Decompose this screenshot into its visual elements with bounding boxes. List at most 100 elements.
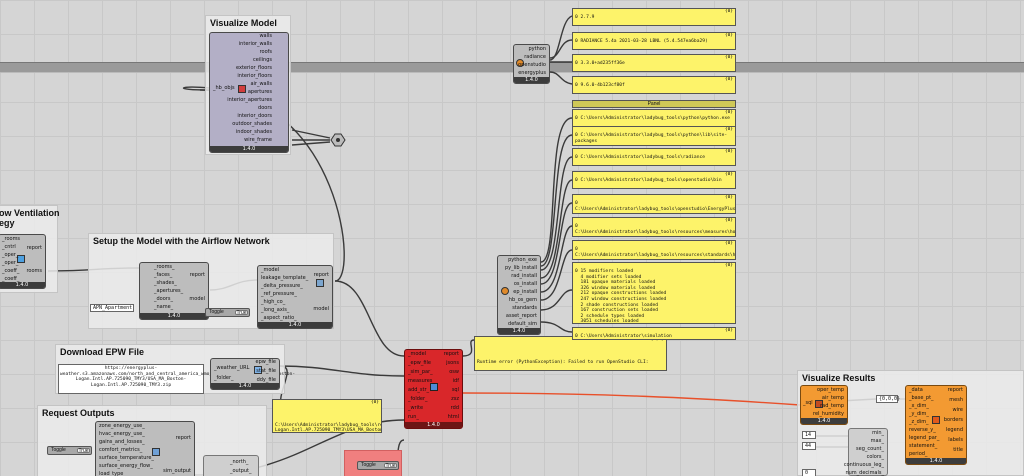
output-indoor-shades[interactable]: indoor_shades: [235, 129, 272, 135]
output-borders[interactable]: borders: [943, 417, 963, 423]
input-comfort-metrics[interactable]: comfort_metrics_: [99, 447, 143, 453]
toggle-airflow[interactable]: Toggle True: [205, 308, 250, 317]
input-sim-par[interactable]: _sim_par_: [408, 369, 433, 375]
output-labels[interactable]: labels: [948, 437, 963, 443]
input-surface-energy-flow[interactable]: surface_energy_flow_: [99, 463, 153, 469]
output-os-install[interactable]: os_install: [513, 281, 537, 287]
input-ref-pressure[interactable]: _ref_pressure_: [261, 291, 297, 297]
input-z-dim[interactable]: _z_dim_: [909, 419, 929, 425]
output-walls[interactable]: walls: [259, 33, 272, 39]
output-interior-floors[interactable]: interior_floors: [237, 73, 272, 79]
toggle-value[interactable]: True: [384, 463, 397, 469]
toggle-value[interactable]: True: [235, 310, 248, 316]
output-sim-output[interactable]: sim_output: [163, 468, 191, 474]
output-apertures[interactable]: apertures: [247, 89, 272, 95]
input-write[interactable]: _write: [408, 405, 424, 411]
config-output-panel[interactable]: {0}0 C:\Users\Administrator\ladybug_tool…: [572, 148, 736, 166]
color-room-attr-component[interactable]: 1.4.0 _data_base_pt__x_dim__y_dim__z_dim…: [905, 385, 967, 465]
input-weather-url[interactable]: _weather_URL: [214, 365, 250, 371]
toggle-value[interactable]: True: [77, 448, 90, 454]
input-north[interactable]: _north_: [230, 459, 249, 465]
output-exterior-floors[interactable]: exterior_floors: [236, 65, 272, 71]
output-ep-install[interactable]: ep_install: [513, 289, 537, 295]
output-mesh[interactable]: mesh: [949, 397, 963, 403]
input-load-type[interactable]: load_type_: [99, 471, 126, 476]
input-continuous-leg[interactable]: continuous_leg_: [843, 462, 884, 468]
epw-url-panel[interactable]: https://energyplus-weather.s3.amazonaws.…: [58, 364, 295, 394]
input-long-axis[interactable]: _long_axis_: [261, 307, 290, 313]
number-input-14[interactable]: 14: [802, 431, 816, 439]
config-output-panel[interactable]: {0}0 C:\Users\Administrator\ladybug_tool…: [572, 171, 736, 189]
output-epw-file[interactable]: epw_file: [255, 359, 276, 365]
input-period[interactable]: period_: [909, 451, 928, 457]
input-statement[interactable]: statement_: [909, 443, 938, 449]
read-thermal-results-component[interactable]: _sql oper_temp air_temp rad_temp rel_hum…: [800, 385, 848, 425]
input-colors[interactable]: colors_: [866, 454, 884, 460]
input-shades[interactable]: _shades_: [154, 280, 177, 286]
input-folder[interactable]: _folder_: [408, 396, 428, 402]
config-output-panel[interactable]: {0}0 C:\Users\Administrator\ladybug_tool…: [572, 194, 736, 214]
input-zone-energy-use[interactable]: zone_energy_use_: [99, 423, 145, 429]
input-delta-pressure[interactable]: _delta_pressure_: [261, 283, 303, 289]
input-model[interactable]: _model: [408, 351, 427, 357]
version-output-panel[interactable]: {0}0 RADIANCE 5.4a 2021-03-28 LBNL (5.4.…: [572, 32, 736, 50]
output-report[interactable]: report: [443, 351, 459, 357]
config-output-panel[interactable]: {0}0 C:\Users\Administrator\ladybug_tool…: [572, 126, 736, 146]
input-gains-and-losses[interactable]: gains_and_losses_: [99, 439, 145, 445]
config-output-panel[interactable]: {0}0 15 modifiers loaded 4 modifier sets…: [572, 262, 736, 324]
config-output-panel[interactable]: {0}0 C:\Users\Administrator\ladybug_tool…: [572, 109, 736, 127]
output-jsons[interactable]: jsons: [446, 360, 459, 366]
output-ceilings[interactable]: ceilings: [253, 57, 272, 63]
output-osw[interactable]: osw: [449, 369, 459, 375]
output-wire[interactable]: wire: [952, 407, 963, 413]
output-interior-apertures[interactable]: interior_apertures: [227, 97, 272, 103]
input-data[interactable]: _data: [909, 387, 923, 393]
input-sql[interactable]: _sql: [803, 400, 813, 406]
download-weather-component[interactable]: _weather_URL _folder_ epw_file stat_file…: [210, 358, 280, 390]
output-rdd[interactable]: rdd: [450, 405, 459, 411]
output-wire-frame[interactable]: wire_frame: [244, 137, 272, 143]
legend-parameters-component[interactable]: min_max_seg_count_colors_continuous_leg_…: [844, 428, 888, 476]
output-doors[interactable]: doors: [258, 105, 272, 111]
output-python-exe[interactable]: python_exe: [508, 257, 537, 263]
output-rooms[interactable]: rooms: [26, 268, 42, 274]
input-rooms[interactable]: _rooms: [2, 236, 21, 242]
input-reverse-y[interactable]: reverse_y_: [909, 427, 936, 433]
output-html[interactable]: html: [447, 414, 459, 420]
sim-par-component[interactable]: _north_ _output_: [203, 455, 259, 476]
input-oper[interactable]: _oper_: [2, 260, 19, 266]
sim-output-component[interactable]: report sim_output zone_energy_use_hvac_e…: [95, 421, 195, 476]
error-panel[interactable]: {0;0} Runtime error (PythonException): F…: [474, 336, 667, 371]
input-min[interactable]: min_: [872, 430, 884, 436]
output-rad-temp[interactable]: rad_temp: [820, 403, 844, 409]
output-report[interactable]: report: [189, 272, 205, 278]
input-legend-par[interactable]: legend_par_: [909, 435, 940, 441]
number-input-0[interactable]: 0: [802, 469, 816, 476]
input-add-str[interactable]: add_str_: [408, 387, 430, 393]
number-input-44[interactable]: 44: [802, 442, 816, 450]
input-faces[interactable]: _faces_: [154, 272, 173, 278]
input-surface-temperature[interactable]: surface_temperature_: [99, 455, 154, 461]
output-oper-temp[interactable]: oper_temp: [817, 387, 844, 393]
toggle-outputs[interactable]: Toggle True: [47, 446, 92, 455]
input-epw-file[interactable]: _epw_file: [408, 360, 431, 366]
input-hb-objs[interactable]: _hb_objs: [213, 85, 235, 91]
output-report[interactable]: report: [947, 387, 963, 393]
version-output-panel[interactable]: {0}0 3.3.0+ad235ff36e: [572, 54, 736, 72]
output-air-temp[interactable]: air_temp: [821, 395, 844, 401]
output-py-lib-install[interactable]: py_lib_install: [504, 265, 537, 271]
input-seg-count[interactable]: seg_count_: [856, 446, 884, 452]
input-run[interactable]: run_: [408, 414, 419, 420]
input-output[interactable]: _output_: [230, 468, 252, 474]
input-aspect-ratio[interactable]: _aspect_ratio_: [261, 315, 297, 321]
output-ddy-file[interactable]: ddy_file: [256, 377, 276, 383]
output-interior-walls[interactable]: interior_walls: [238, 41, 272, 47]
output-zsz[interactable]: zsz: [451, 396, 459, 402]
output-python[interactable]: python: [528, 46, 547, 52]
input-coeff[interactable]: _coeff_: [2, 268, 20, 274]
origin-point-input[interactable]: {0,0,0}: [876, 395, 900, 403]
